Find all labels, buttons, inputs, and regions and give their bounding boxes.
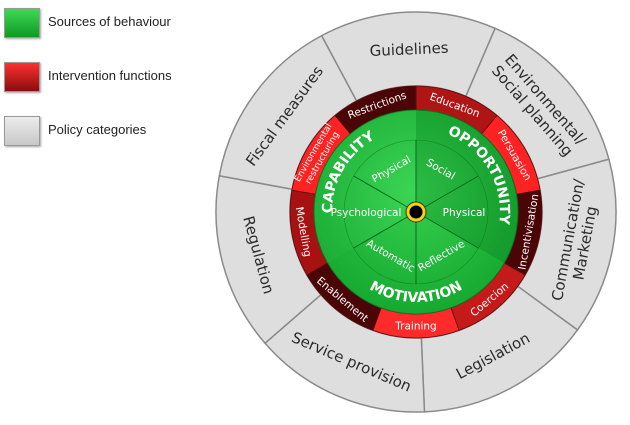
legend-label-interventions: Intervention functions xyxy=(48,68,172,83)
legend-label-policy: Policy categories xyxy=(48,122,147,137)
legend-swatch-interventions xyxy=(4,62,40,92)
intervention-ring xyxy=(289,85,543,339)
legend-item-sources: Sources of behaviour xyxy=(4,8,214,38)
component-label-psychological-4: Psychological xyxy=(331,207,402,219)
capability-sector xyxy=(314,110,416,263)
sources-circle xyxy=(313,109,519,315)
legend-item-interventions: Intervention functions xyxy=(4,62,214,92)
inner-ring-line xyxy=(343,139,489,285)
opportunity-sector xyxy=(416,110,518,263)
legend-swatch-sources xyxy=(4,8,40,38)
policy-ring xyxy=(215,11,617,413)
component-divider xyxy=(353,211,417,249)
legend-swatch-policy xyxy=(4,116,40,146)
legend-item-policy: Policy categories xyxy=(4,116,214,146)
component-divider xyxy=(353,175,417,213)
legend-label-sources: Sources of behaviour xyxy=(48,14,171,29)
policy-label-guidelines: Guidelines xyxy=(369,39,449,60)
behaviour-change-wheel: Environmental/Social planningCommunicati… xyxy=(215,11,617,413)
intervention-label-training-line: Training xyxy=(394,321,436,333)
component-divider xyxy=(415,211,479,249)
component-label-physical-1: Physical xyxy=(443,207,486,219)
component-divider xyxy=(415,175,479,213)
intervention-label-training: Training xyxy=(394,321,436,333)
policy-label-guidelines-line: Guidelines xyxy=(369,39,449,60)
hub-center xyxy=(409,205,423,219)
